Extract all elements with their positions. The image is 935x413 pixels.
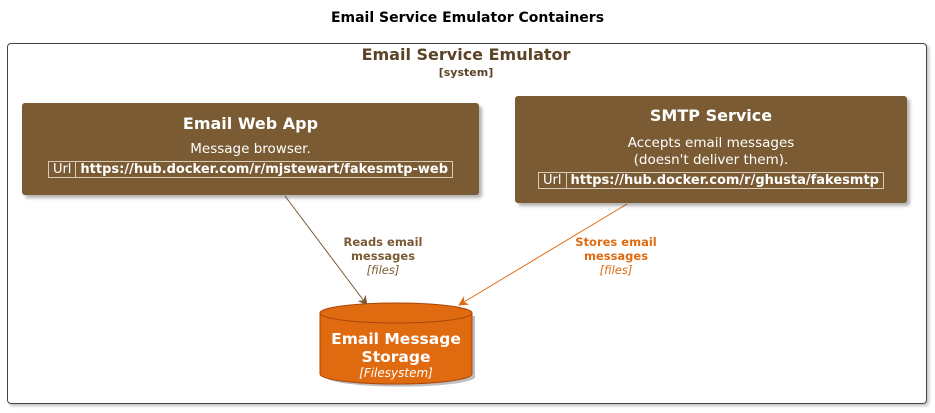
database-cylinder xyxy=(319,302,475,387)
container-name: Email Web App xyxy=(182,114,319,133)
container-description: Message browser. xyxy=(190,141,311,157)
boundary-title: Email Service Emulator xyxy=(361,45,571,64)
relation-reads-line xyxy=(284,195,368,306)
container-smtp-service: SMTP Service Accepts email messages (doe… xyxy=(515,96,907,203)
url-link[interactable]: https://hub.docker.com/r/mjstewart/fakes… xyxy=(80,162,449,177)
container-description-line-1: Accepts email messages xyxy=(627,135,795,151)
database-email-message-storage: Email Message Storage [Filesystem] xyxy=(320,330,472,380)
container-name: SMTP Service xyxy=(649,106,773,125)
relation-label-line-1: Reads email xyxy=(343,235,423,249)
diagram-title: Email Service Emulator Containers xyxy=(330,10,605,26)
relation-stores-label: Stores email messages [files] xyxy=(551,235,681,277)
database-name-line-1: Email Message xyxy=(331,330,461,348)
url-row: Url https://hub.docker.com/r/mjstewart/f… xyxy=(47,161,454,178)
relation-label-line-1: Stores email xyxy=(575,235,657,249)
container-description-line-2: (doesn't deliver them). xyxy=(633,152,789,168)
container-email-web-app: Email Web App Message browser. Url https… xyxy=(22,103,479,195)
boundary-type: [system] xyxy=(438,66,494,79)
relation-label-line-2: messages xyxy=(350,249,416,263)
system-boundary xyxy=(7,43,927,404)
relation-reads-label: Reads email messages [files] xyxy=(318,235,448,277)
relation-label-line-2: messages xyxy=(583,249,649,263)
url-key: Url xyxy=(49,162,77,177)
url-row: Url https://hub.docker.com/r/ghusta/fake… xyxy=(538,172,884,189)
database-technology: [Filesystem] xyxy=(359,366,433,380)
relation-stores-line xyxy=(458,203,628,306)
url-link[interactable]: https://hub.docker.com/r/ghusta/fakesmtp xyxy=(570,173,879,188)
relation-technology: [files] xyxy=(366,263,400,277)
database-name-line-2: Storage xyxy=(361,348,431,366)
url-key: Url xyxy=(539,173,567,188)
relation-technology: [files] xyxy=(599,263,633,277)
